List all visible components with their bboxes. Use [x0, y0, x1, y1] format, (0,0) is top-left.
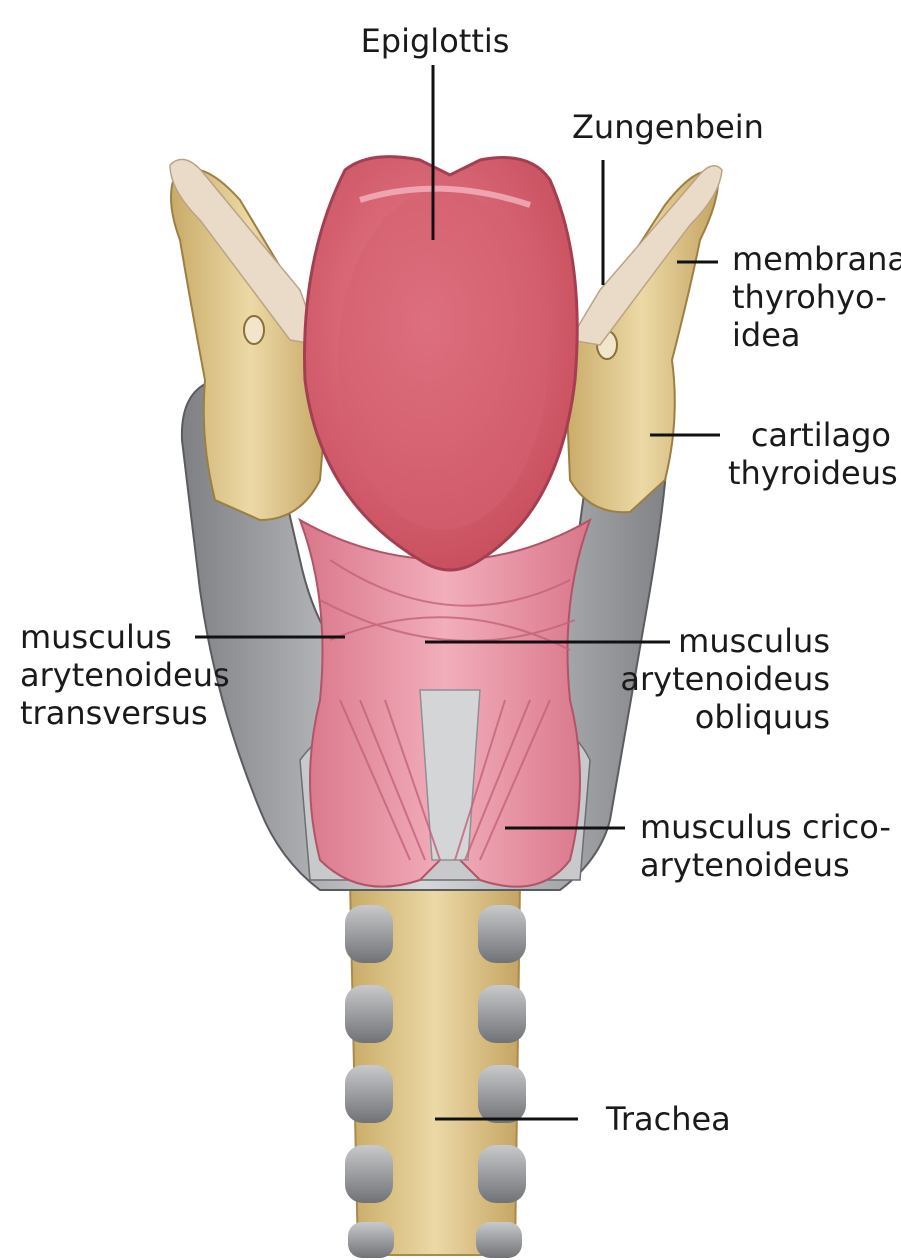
label-membrana-line1: membrana [732, 240, 901, 278]
label-membrana-thyrohyoidea: membrana thyrohyo- idea [732, 240, 901, 354]
label-membrana-line2: thyrohyo- [732, 278, 901, 316]
label-cartilago-thyroideus: cartilago thyroideus [728, 416, 891, 492]
label-cartilago-line1: cartilago [728, 416, 891, 454]
label-cartilago-line2: thyroideus [728, 454, 891, 492]
label-obliquus-line2: arytenoideus [620, 660, 830, 698]
label-zungenbein: Zungenbein [572, 108, 764, 146]
label-epiglottis-line1: Epiglottis [355, 22, 515, 60]
label-transversus-line1: musculus [20, 618, 230, 656]
label-arytenoideus-obliquus: musculus arytenoideus obliquus [620, 622, 830, 736]
arytenoid-muscles [300, 520, 590, 887]
label-transversus-line3: transversus [20, 694, 230, 732]
label-crico-line1: musculus crico- [640, 808, 891, 846]
label-cricoarytenoideus: musculus crico- arytenoideus [640, 808, 891, 884]
label-obliquus-line3: obliquus [620, 698, 830, 736]
label-trachea: Trachea [606, 1100, 731, 1138]
label-zungenbein-line1: Zungenbein [572, 108, 764, 146]
label-crico-line2: arytenoideus [640, 846, 891, 884]
label-epiglottis: Epiglottis [355, 22, 515, 60]
label-trachea-line1: Trachea [606, 1100, 731, 1138]
label-membrana-line3: idea [732, 316, 901, 354]
label-obliquus-line1: musculus [620, 622, 830, 660]
epiglottis [305, 157, 578, 570]
label-transversus-line2: arytenoideus [20, 656, 230, 694]
label-arytenoideus-transversus: musculus arytenoideus transversus [20, 618, 230, 732]
trachea [345, 880, 526, 1258]
